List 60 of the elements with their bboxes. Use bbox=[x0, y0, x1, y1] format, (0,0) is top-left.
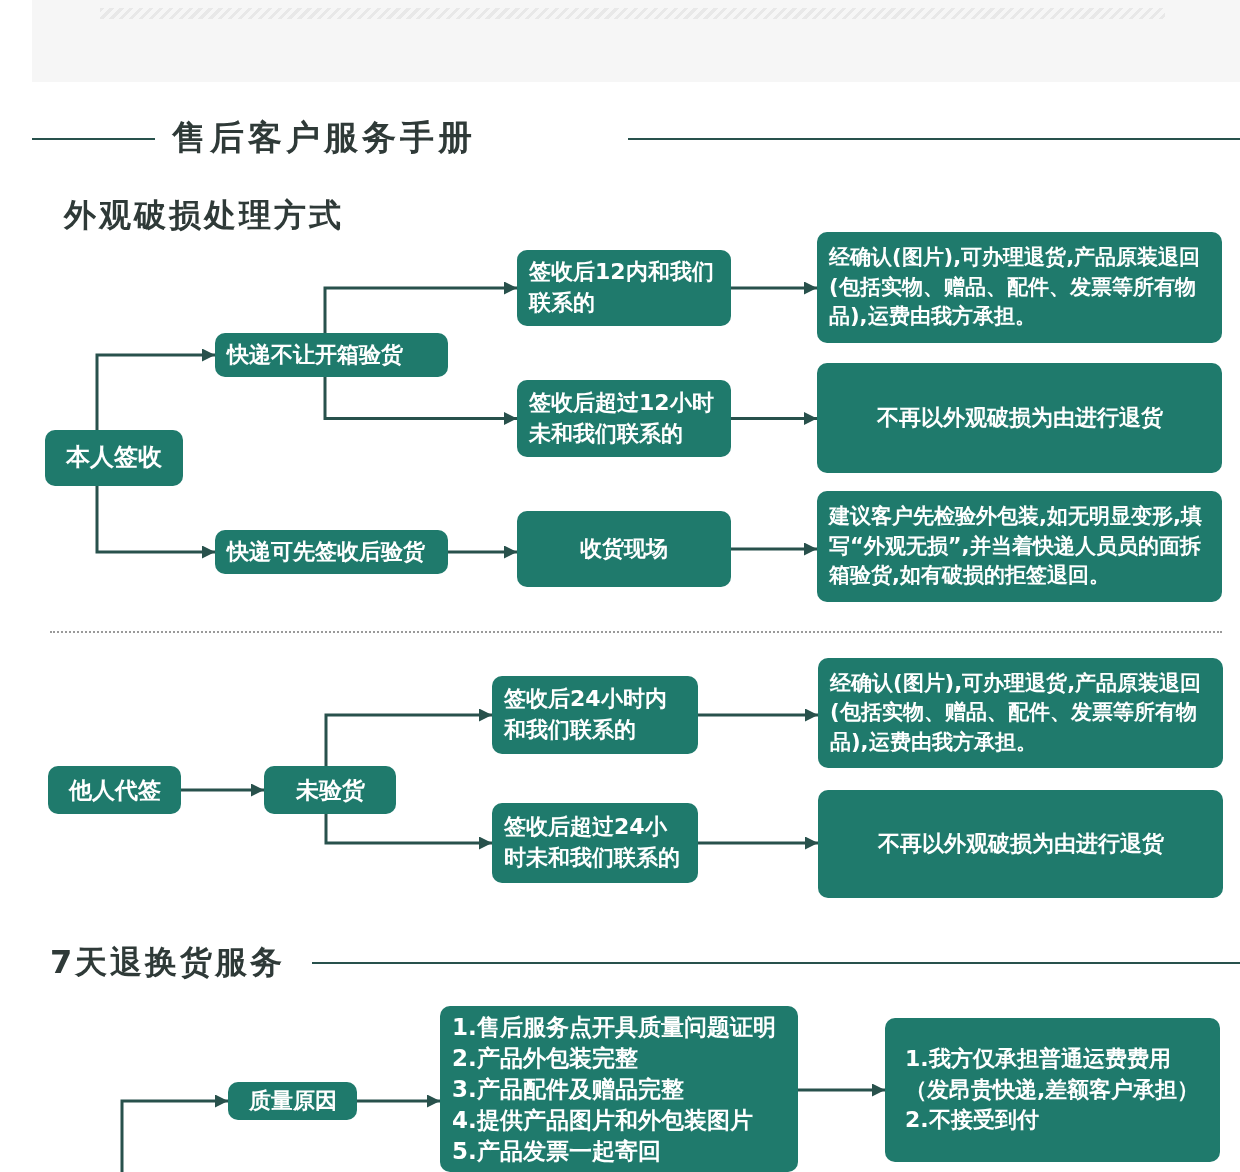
process-box bbox=[228, 1082, 357, 1120]
list-item-text: 1.我方仅承担普通运费费用（发昂贵快递,差额客户承担） bbox=[905, 1044, 1200, 1104]
process-box bbox=[817, 232, 1222, 343]
arrow bbox=[357, 1094, 440, 1108]
process-box bbox=[517, 250, 731, 326]
section-heading: 7天退换货服务 bbox=[50, 942, 286, 983]
arrow bbox=[698, 836, 818, 850]
process-box bbox=[517, 380, 731, 457]
list-item-text: 4.提供产品图片和外包装图片 bbox=[452, 1106, 754, 1136]
step-text: 未验货 bbox=[294, 775, 366, 805]
arrow bbox=[120, 1094, 228, 1172]
process-box bbox=[817, 363, 1222, 473]
process-box bbox=[517, 511, 731, 587]
arrow bbox=[798, 1083, 885, 1097]
page-title: 售后客户服务手册 bbox=[172, 116, 476, 159]
step-text: 不再以外观破损为由进行退货 bbox=[876, 829, 1165, 858]
arrow bbox=[731, 412, 817, 425]
step-text: 经确认(图片),可办理退货,产品原装退回(包括实物、赠品、配件、发票等所有物品),运费由我方承担。 bbox=[830, 669, 1203, 756]
arrow bbox=[698, 708, 818, 722]
process-box bbox=[215, 530, 448, 574]
process-box bbox=[885, 1018, 1220, 1162]
arrow bbox=[181, 783, 264, 797]
process-box bbox=[492, 676, 698, 754]
step-text: 快递可先签收后验货 bbox=[227, 537, 426, 566]
arrow bbox=[95, 486, 215, 559]
list-item-text: 3.产品配件及赠品完整 bbox=[452, 1075, 685, 1105]
process-box bbox=[818, 790, 1223, 898]
step-text: 签收后超过12小时未和我们联系的 bbox=[529, 388, 715, 448]
arrow bbox=[324, 814, 492, 850]
process-box bbox=[440, 1006, 798, 1172]
process-box bbox=[817, 491, 1222, 602]
step-text: 签收后12内和我们联系的 bbox=[529, 258, 715, 317]
step-text: 签收后超过24小时未和我们联系的 bbox=[504, 813, 681, 872]
step-text: 收货现场 bbox=[579, 534, 669, 563]
section-heading: 外观破损处理方式 bbox=[64, 195, 344, 236]
step-text: 建议客户先检验外包装,如无明显变形,填写“外观无损”,并当着快递人员员的面拆箱验货,如有破损的拒签退回。 bbox=[829, 503, 1203, 590]
arrow bbox=[448, 545, 517, 559]
step-text: 签收后24小时内和我们联系的 bbox=[504, 685, 668, 744]
arrow bbox=[324, 708, 492, 766]
arrow bbox=[731, 542, 817, 556]
arrow bbox=[323, 377, 517, 425]
arrow bbox=[731, 281, 817, 295]
process-box bbox=[818, 658, 1223, 768]
step-text: 他人代签 bbox=[67, 775, 162, 805]
arrow bbox=[323, 281, 517, 333]
step-text: 经确认(图片),可办理退货,产品原装退回(包括实物、赠品、配件、发票等所有物品),运费由我方承担。 bbox=[829, 244, 1202, 331]
step-text: 质量原因 bbox=[247, 1086, 338, 1115]
step-text: 快递不让开箱验货 bbox=[227, 340, 404, 369]
list-item-text: 2.不接受到付 bbox=[905, 1106, 1040, 1135]
process-box bbox=[48, 766, 181, 814]
process-box bbox=[492, 803, 698, 883]
process-box bbox=[264, 766, 396, 814]
step-text: 不再以外观破损为由进行退货 bbox=[875, 403, 1164, 432]
list-item-text: 2.产品外包装完整 bbox=[452, 1044, 639, 1074]
process-box bbox=[215, 333, 448, 377]
process-box bbox=[45, 430, 183, 486]
step-text: 本人签收 bbox=[65, 442, 163, 474]
list-item-text: 1.售后服务点开具质量问题证明 bbox=[452, 1013, 777, 1042]
list-item-text: 5.产品发票一起寄回 bbox=[452, 1137, 662, 1167]
arrow bbox=[95, 348, 215, 430]
